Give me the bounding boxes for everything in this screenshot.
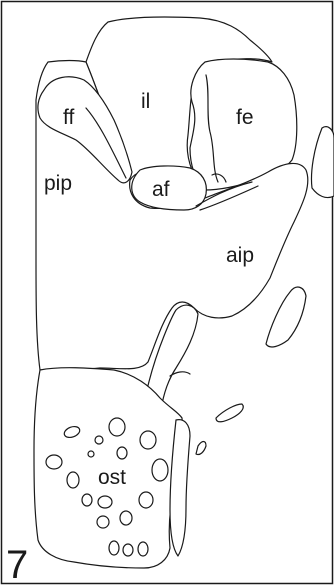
acetabular-ridge-2 (199, 185, 259, 211)
acetabular-ridge-1 (195, 181, 253, 207)
foramen-5 (87, 450, 95, 458)
foramina-holes (45, 417, 169, 557)
foramen-11 (97, 495, 113, 509)
foramen-2 (108, 417, 126, 437)
small-fragment-1 (215, 403, 244, 423)
obturator-plate-outline (33, 367, 184, 569)
femoral-facet-inner (205, 74, 219, 183)
foramen-4 (94, 435, 104, 445)
figure-number: 7 (6, 543, 28, 585)
foramen-14 (119, 510, 133, 526)
foramen-16 (122, 543, 134, 557)
foramen-9 (66, 471, 80, 489)
label-fe: fe (236, 106, 254, 129)
foramen-17 (137, 541, 149, 557)
foramen-15 (108, 540, 120, 556)
foramen-7 (45, 454, 63, 470)
label-pip: pip (44, 172, 72, 195)
fragment-right-top (310, 126, 334, 199)
acetabular-facet-outline (131, 165, 207, 211)
foramen-13 (96, 515, 110, 529)
foramen-12 (138, 491, 154, 509)
femoral-facet-inner-2 (211, 173, 227, 183)
foramen-6 (116, 446, 128, 460)
foramen-10 (81, 493, 93, 507)
label-af: af (152, 178, 170, 201)
fragment-right-mid (265, 286, 307, 348)
foramen-8 (151, 458, 169, 482)
femoral-fossa-outline (37, 76, 133, 184)
label-il: il (141, 90, 150, 113)
small-fragment-2 (195, 440, 207, 456)
sliver-fragment (169, 419, 191, 557)
label-aip: aip (226, 244, 254, 267)
label-ff: ff (63, 106, 74, 129)
femoral-fossa-ridge (85, 107, 127, 179)
foramen-3 (139, 430, 157, 450)
label-ost: ost (98, 466, 126, 489)
foramen-1 (63, 425, 81, 439)
pubic-strut-ridge (169, 371, 191, 377)
